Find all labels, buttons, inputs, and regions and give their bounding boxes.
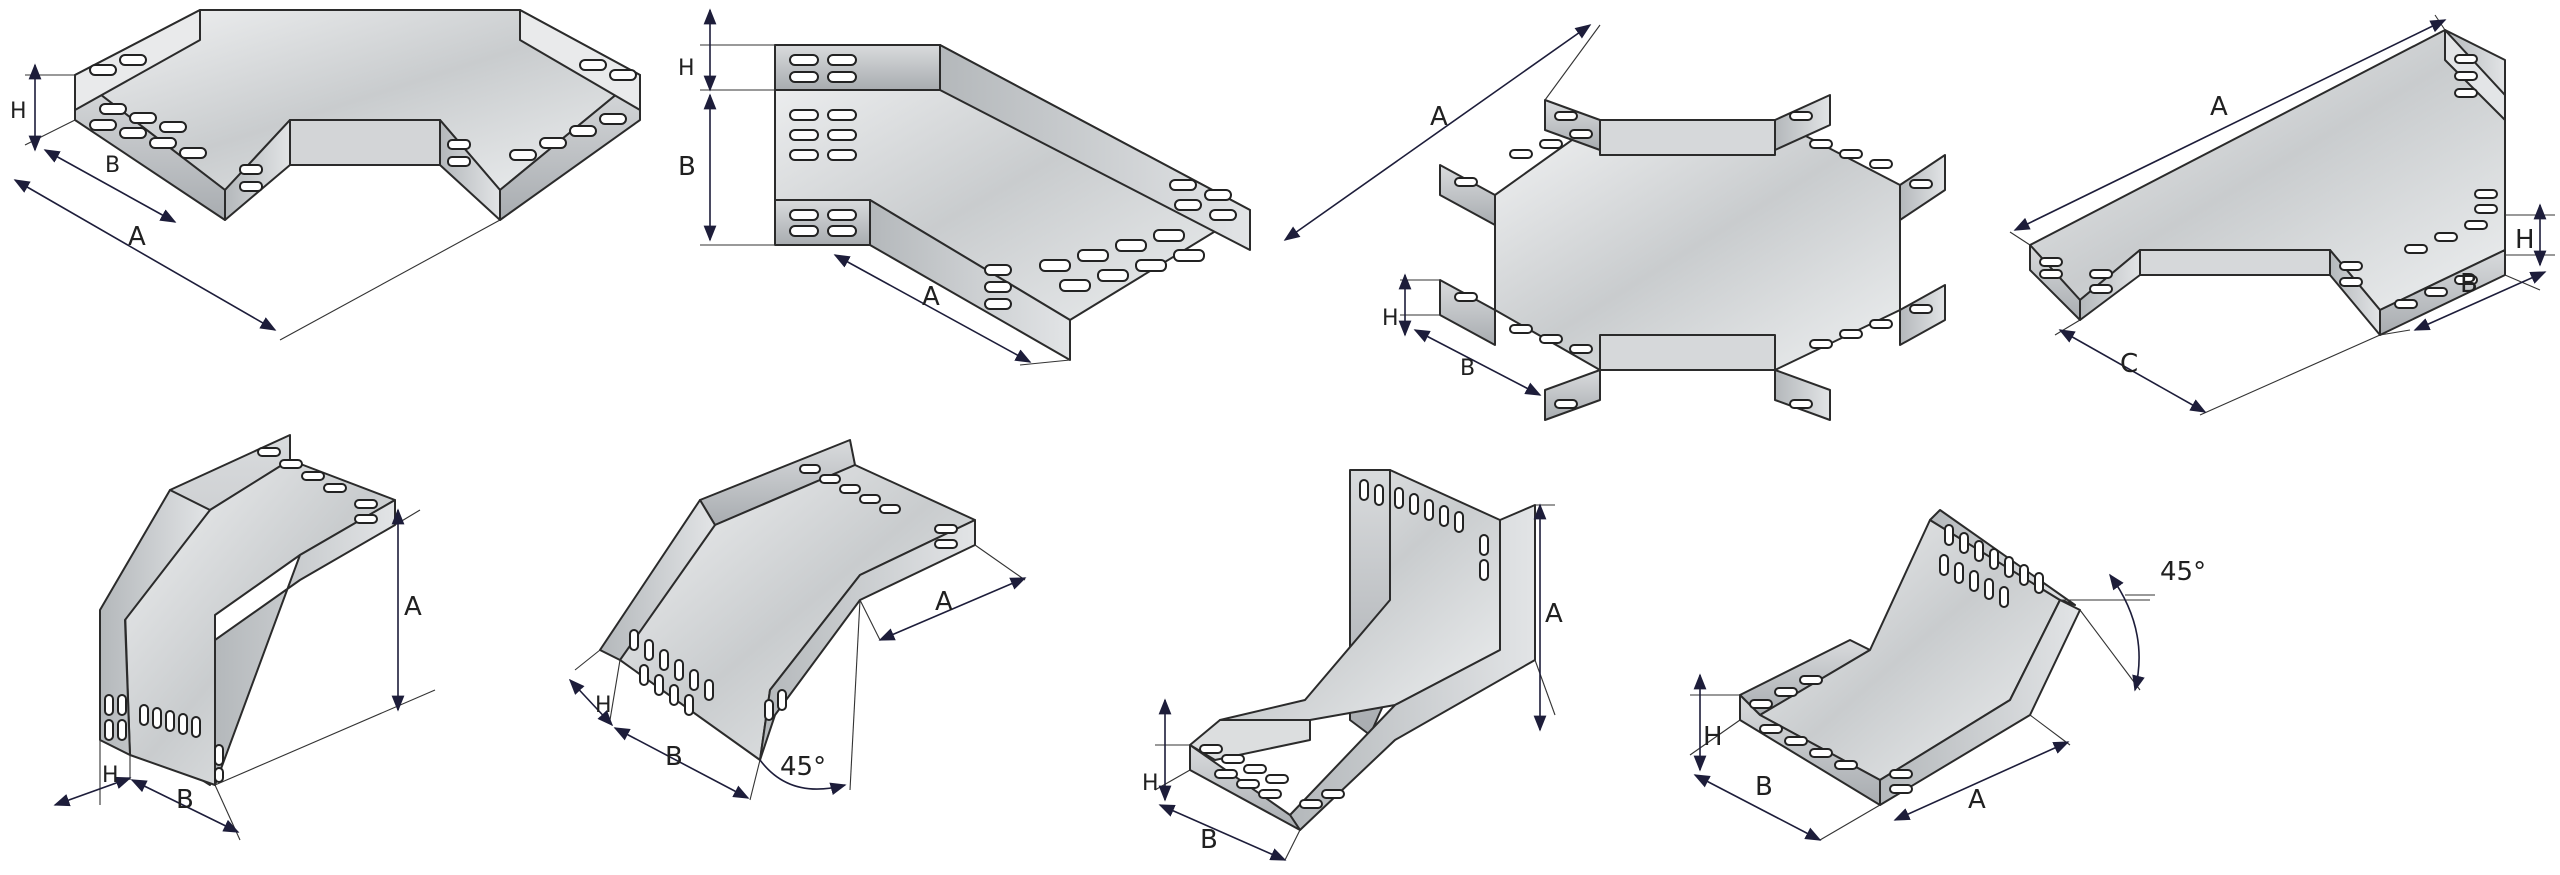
fig3-a-label: A (1430, 102, 1448, 132)
figure-tee-piece: A H B C (2009, 14, 2555, 416)
perforation-slots (104, 447, 378, 783)
fig6-b-label: B (665, 742, 683, 772)
figure-horizontal-elbow-90: H B A (10, 9, 641, 341)
fig5-b-label: B (176, 785, 194, 815)
perforation-slots (1199, 479, 1489, 809)
figure-vertical-outer-elbow-45: A H B 45° (568, 439, 1027, 801)
fig2-b-label: B (678, 152, 696, 182)
fig3-b-label: B (1460, 356, 1475, 381)
fig7-b-label: B (1200, 825, 1218, 855)
fig5-a-label: A (404, 592, 422, 622)
figure-vertical-inner-elbow-45: H B A 45° (1689, 509, 2206, 841)
perforation-slots (789, 54, 1237, 310)
fig8-b-label: B (1755, 772, 1773, 802)
figure-vertical-outer-elbow-90: A H B (53, 434, 436, 841)
fig4-b-label: B (2460, 269, 2478, 299)
fig4-c-label: C (2120, 349, 2138, 379)
figure-horizontal-elbow-90-alt: H B A (678, 8, 1251, 366)
fig6-a-label: A (935, 587, 953, 617)
fig7-h-label: H (1142, 771, 1159, 796)
fig6-h-label: H (595, 693, 612, 718)
perforation-slots (89, 54, 637, 192)
fig4-h-label: H (2515, 225, 2535, 255)
fig2-a-label: A (922, 282, 940, 312)
perforation-slots (629, 464, 958, 721)
fig2-h-label: H (678, 56, 695, 81)
fig4-a-label: A (2210, 92, 2228, 122)
fig8-a-label: A (1968, 785, 1986, 815)
fig1-b-label: B (105, 153, 120, 178)
fig1-h-label: H (10, 99, 27, 124)
figure-vertical-inner-elbow-90: A H B (1142, 469, 1563, 861)
fig7-a-label: A (1545, 599, 1563, 629)
figure-cross-piece: A H B (1283, 24, 1946, 421)
fig1-a-label: A (128, 222, 146, 252)
fig3-h-label: H (1382, 306, 1399, 331)
fig8-h-label: H (1703, 722, 1723, 752)
fig5-h-label: H (102, 763, 119, 788)
fig6-angle-label: 45° (780, 752, 826, 782)
fig8-angle-label: 45° (2160, 557, 2206, 587)
